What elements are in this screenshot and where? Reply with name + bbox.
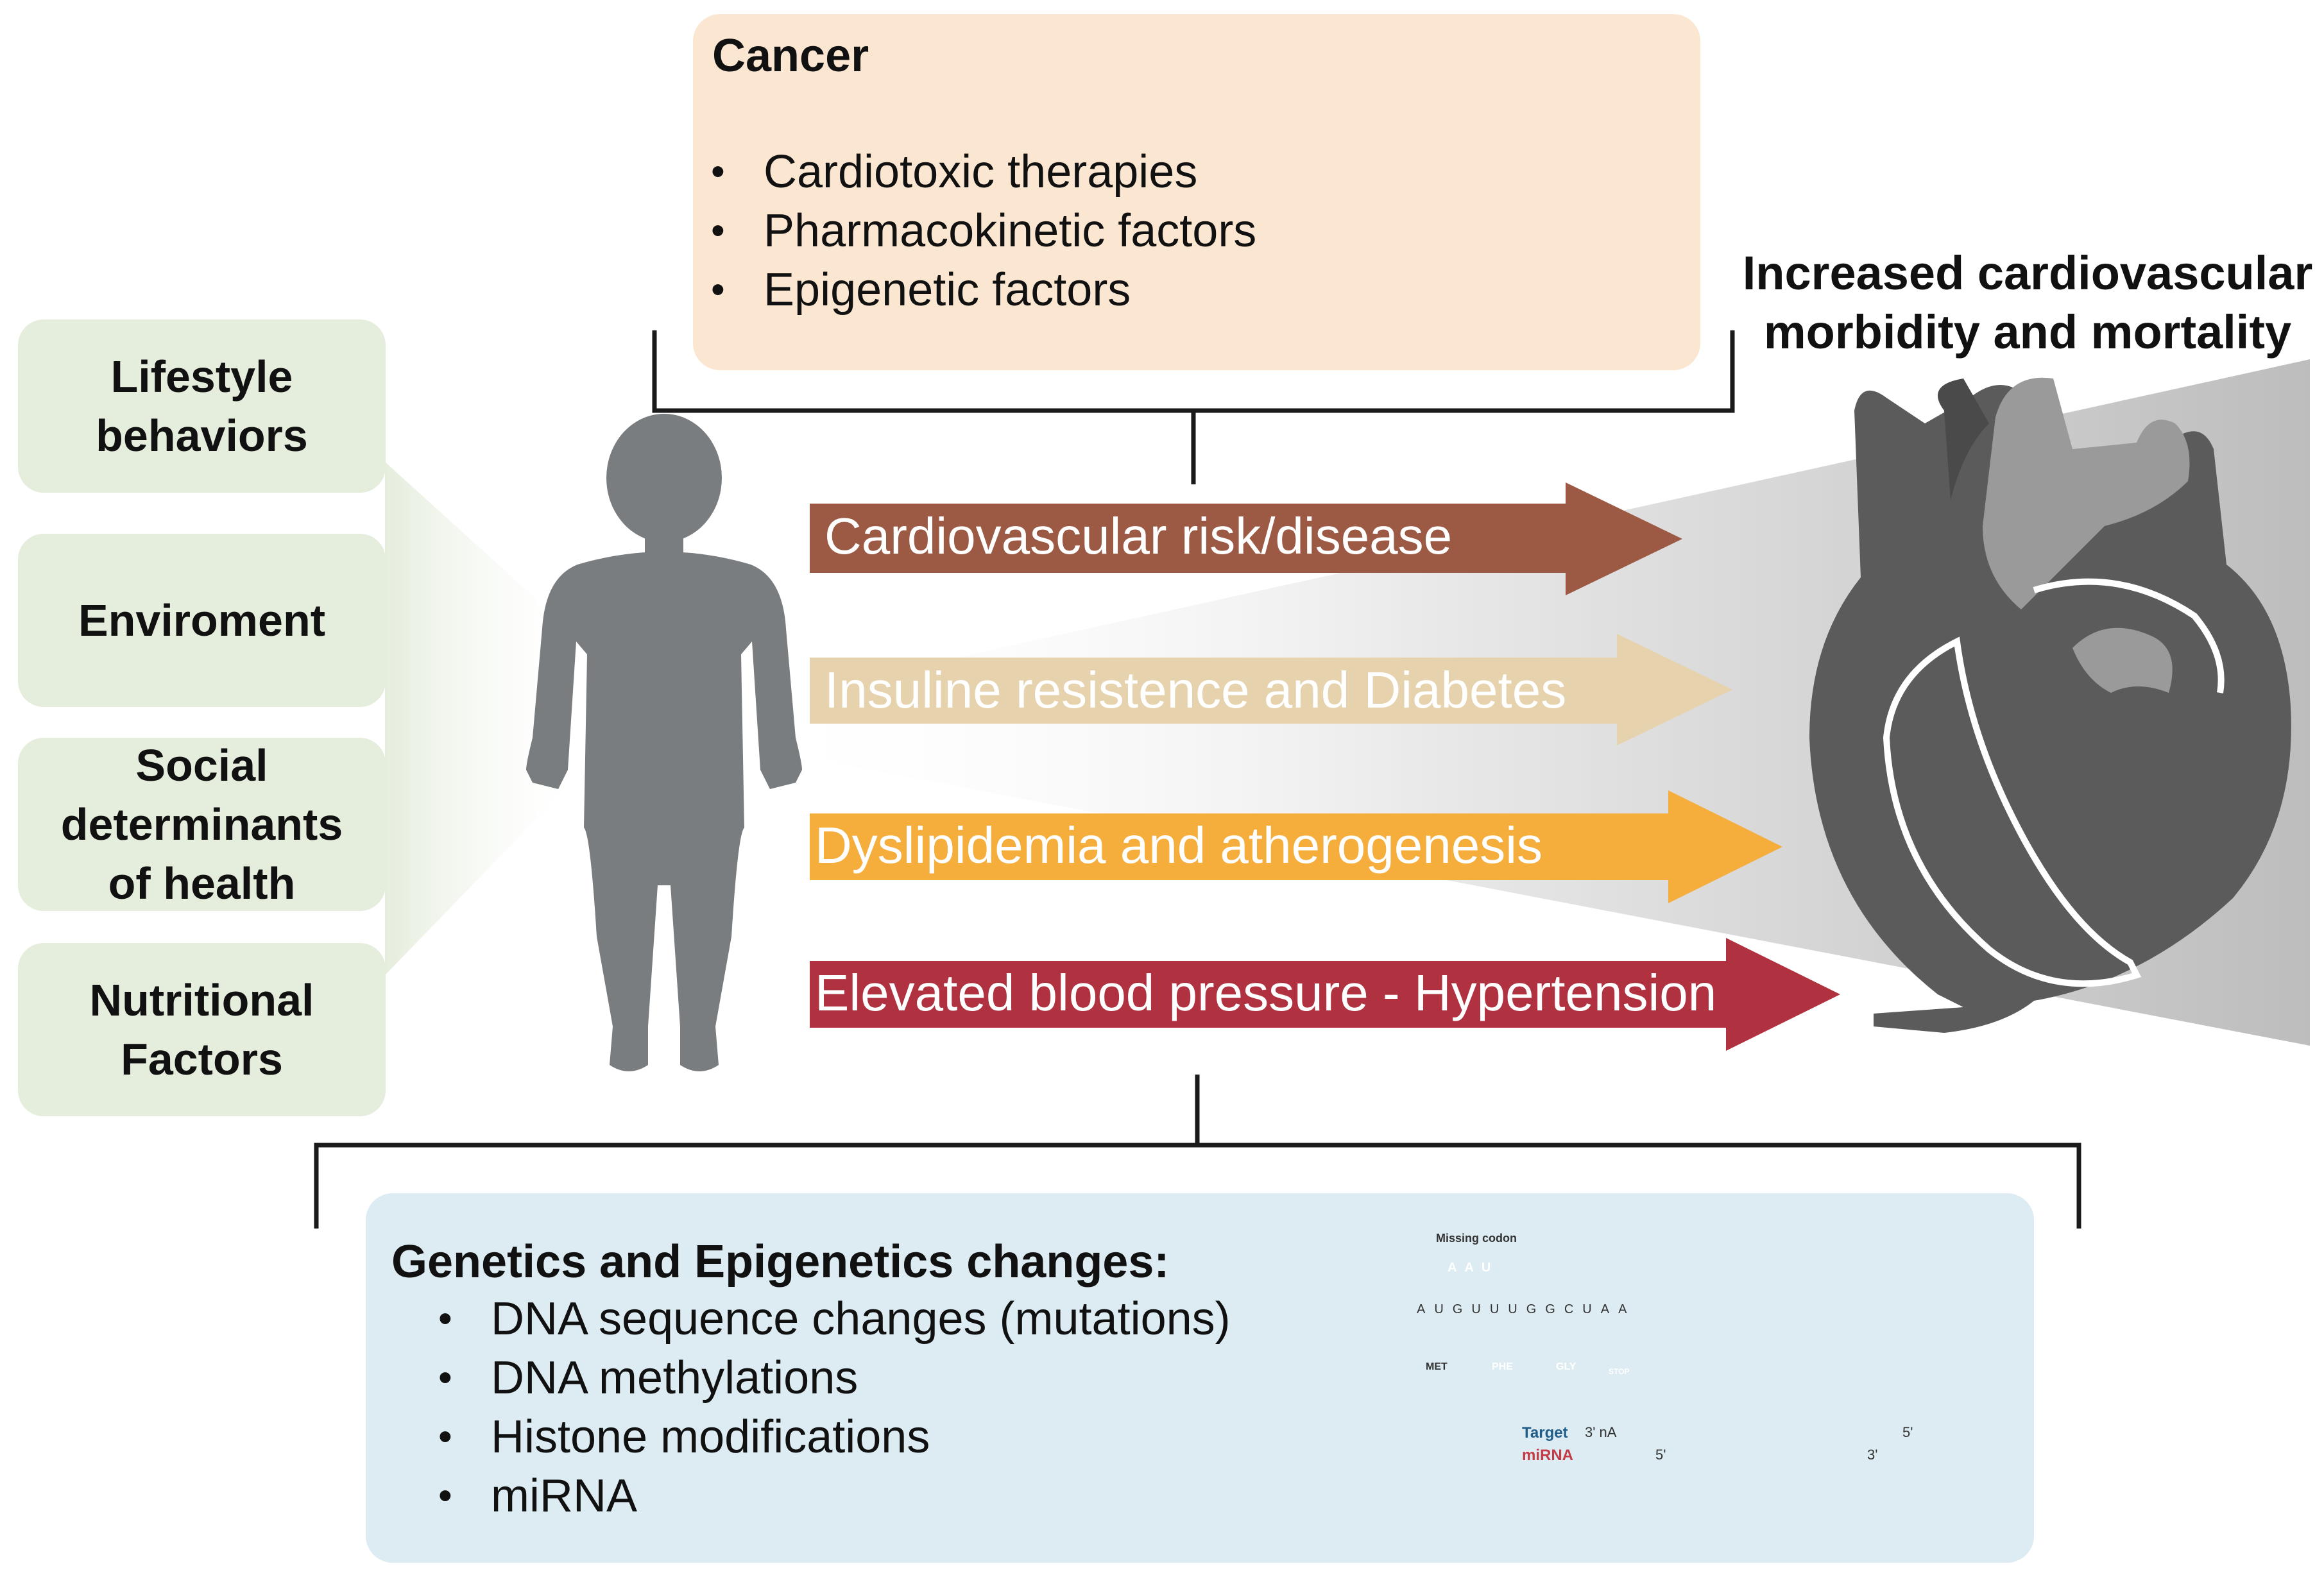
bullet: • — [438, 1297, 452, 1341]
bullet: • — [711, 149, 725, 194]
base: A — [1618, 1302, 1627, 1316]
bullet: • — [711, 268, 725, 312]
genetics-item-text: miRNA — [491, 1470, 637, 1522]
base: A — [1417, 1302, 1426, 1316]
codon-letter: A — [1448, 1261, 1457, 1275]
genetics-bracket — [314, 1075, 2081, 1229]
bullet: • — [438, 1415, 452, 1459]
cancer-box: Cancer • Cardiotoxic therapies • Pharmacok… — [693, 14, 1700, 370]
base: A — [1600, 1302, 1610, 1316]
genetics-item-text: Histone modifications — [491, 1411, 930, 1463]
codon-letter: U — [1481, 1261, 1491, 1275]
base: G — [1545, 1302, 1555, 1316]
arrow-cardiovascular — [810, 482, 1682, 595]
amino-acid-gly: GLY — [1556, 1361, 1576, 1372]
amino-acid-phe: PHE — [1492, 1361, 1513, 1372]
genetics-item-text: DNA sequence changes (mutations) — [491, 1293, 1231, 1345]
sequence-row: A U G U U U G G C U A A — [1417, 1302, 1627, 1317]
base: U — [1471, 1302, 1481, 1316]
genetics-item: • DNA sequence changes (mutations) — [438, 1289, 1231, 1348]
factor-beam — [385, 462, 590, 975]
cancer-bracket — [652, 330, 1735, 484]
arrow-hypertension — [810, 938, 1840, 1051]
factor-social-determinants: Social determinants of health — [18, 738, 386, 911]
amino-acid-met: MET — [1426, 1361, 1448, 1372]
bullet: • — [711, 208, 725, 253]
codon-letter: A — [1464, 1261, 1474, 1275]
base: U — [1434, 1302, 1444, 1316]
target-5prime: 5' — [1902, 1424, 1913, 1440]
bullet: • — [438, 1474, 452, 1518]
stop-label: STOP — [1609, 1367, 1630, 1376]
genetics-list: • DNA sequence changes (mutations) • DNA m… — [438, 1289, 1231, 1526]
arrow-label-cardiovascular: Cardiovascular risk/disease — [825, 507, 1453, 565]
arrow-label-dyslipidemia: Dyslipidemia and atherogenesis — [815, 817, 1542, 874]
cancer-item: • Cardiotoxic therapies — [711, 142, 1256, 201]
genetics-item: • DNA methylations — [438, 1348, 1231, 1408]
cancer-item-text: Cardiotoxic therapies — [764, 146, 1198, 198]
base: G — [1526, 1302, 1537, 1316]
mirna-5prime: 5' — [1655, 1447, 1666, 1463]
target-3prime: 3' nA — [1585, 1424, 1617, 1440]
base: U — [1508, 1302, 1517, 1316]
heart-illustration — [1809, 377, 2291, 1033]
arrow-label-insulin: Insuline resistence and Diabetes — [825, 661, 1567, 719]
genetics-item: • Histone modifications — [438, 1408, 1231, 1467]
cancer-title: Cancer — [712, 30, 869, 81]
base: U — [1582, 1302, 1592, 1316]
factor-nutritional: Nutritional Factors — [18, 943, 386, 1116]
factor-label: Enviroment — [78, 595, 326, 645]
arrow-label-hypertension: Elevated blood pressure - Hypertension — [815, 964, 1717, 1021]
factor-label: Lifestyle behaviors — [96, 352, 308, 461]
cancer-item-text: Pharmacokinetic factors — [764, 205, 1257, 257]
cancer-item-text: Epigenetic factors — [764, 264, 1131, 316]
cancer-item: • Epigenetic factors — [711, 260, 1256, 319]
arrow-insulin — [810, 634, 1732, 745]
cancer-list: • Cardiotoxic therapies • Pharmacokinetic … — [711, 142, 1257, 319]
outcome-title: Increased cardiovascular morbidity and m… — [1742, 246, 2313, 359]
risk-arrows — [810, 482, 1840, 1051]
target-label: Target — [1522, 1424, 1568, 1442]
genetics-title: Genetics and Epigenetics changes: — [391, 1236, 1170, 1288]
base: U — [1489, 1302, 1499, 1316]
base: G — [1452, 1302, 1463, 1316]
factor-lifestyle: Lifestyle behaviors — [18, 319, 386, 493]
cancer-item: • Pharmacokinetic factors — [711, 201, 1257, 260]
factor-environment: Enviroment — [18, 534, 386, 707]
genetics-box: Genetics and Epigenetics changes: • DNA s… — [366, 1193, 2034, 1563]
genetics-item: • miRNA — [438, 1467, 1231, 1526]
factor-label: Social determinants of health — [60, 740, 343, 908]
mirna-3prime: 3' — [1867, 1447, 1878, 1463]
genetics-item-text: DNA methylations — [491, 1352, 859, 1404]
base: C — [1564, 1302, 1574, 1316]
missing-codon-label: Missing codon — [1436, 1232, 1517, 1245]
bullet: • — [438, 1356, 452, 1400]
factor-label: Nutritional Factors — [89, 975, 314, 1084]
child-silhouette — [526, 414, 802, 1071]
codon-row: A A U — [1448, 1261, 1491, 1275]
mirna-label: miRNA — [1522, 1447, 1574, 1464]
arrow-dyslipidemia — [810, 790, 1782, 903]
